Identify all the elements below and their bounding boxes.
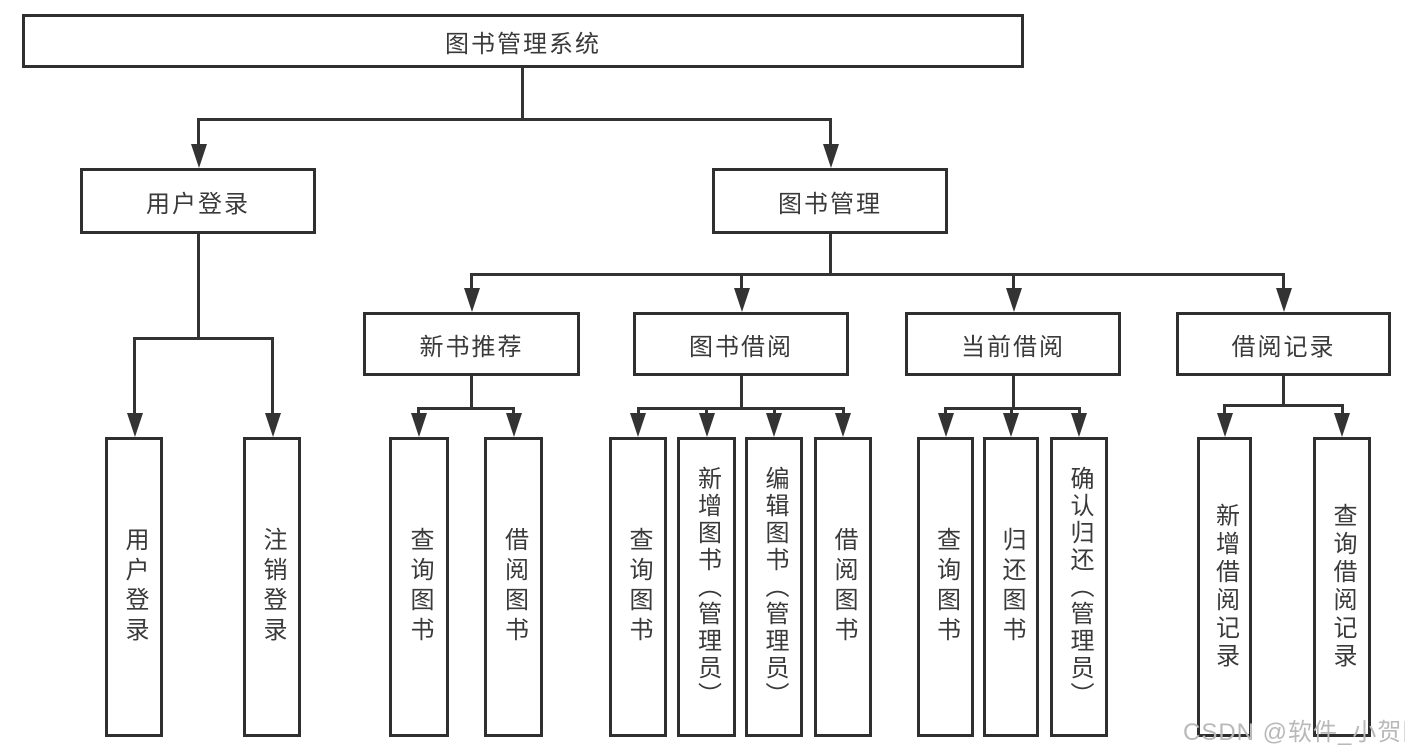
connector-line bbox=[470, 273, 1285, 276]
leaf-add-borrow-record: 新增借阅记录 bbox=[1197, 437, 1252, 737]
csdn-watermark: CSDN @软件_小贺同学 bbox=[1183, 719, 1405, 746]
connector-line bbox=[740, 376, 743, 410]
node-user-login: 用户登录 bbox=[80, 168, 316, 234]
arrowhead-down-icon bbox=[191, 144, 207, 168]
arrowhead-down-icon bbox=[1217, 413, 1233, 437]
leaf-return-book: 归还图书 bbox=[983, 437, 1039, 737]
leaf-confirm-return-admin: 确认归还（管理员） bbox=[1050, 437, 1108, 737]
connector-line bbox=[1078, 407, 1081, 415]
connector-line bbox=[637, 407, 640, 415]
arrowhead-down-icon bbox=[835, 413, 851, 437]
arrowhead-down-icon bbox=[265, 413, 281, 437]
connector-line bbox=[417, 407, 515, 410]
arrowhead-down-icon bbox=[734, 288, 750, 312]
leaf-query-book-1: 查询图书 bbox=[389, 437, 449, 737]
connector-line bbox=[773, 407, 776, 415]
connector-line bbox=[470, 376, 473, 410]
arrowhead-down-icon bbox=[1276, 288, 1292, 312]
connector-line bbox=[197, 234, 200, 337]
leaf-borrow-book-2: 借阅图书 bbox=[814, 437, 872, 737]
node-book-borrow: 图书借阅 bbox=[633, 312, 849, 376]
arrowhead-down-icon bbox=[766, 413, 782, 437]
connector-line bbox=[197, 118, 832, 121]
arrowhead-down-icon bbox=[699, 413, 715, 437]
leaf-query-book-3: 查询图书 bbox=[917, 437, 974, 737]
connector-line bbox=[512, 407, 515, 415]
leaf-borrow-book-1: 借阅图书 bbox=[484, 437, 543, 737]
connector-line bbox=[1223, 404, 1226, 415]
connector-line bbox=[133, 337, 274, 340]
arrowhead-down-icon bbox=[1071, 413, 1087, 437]
arrowhead-down-icon bbox=[938, 413, 954, 437]
node-borrow-record: 借阅记录 bbox=[1176, 312, 1391, 376]
arrowhead-down-icon bbox=[464, 288, 480, 312]
node-book-management: 图书管理 bbox=[712, 168, 948, 234]
connector-line bbox=[133, 337, 136, 415]
leaf-user-login: 用户登录 bbox=[105, 437, 163, 737]
arrowhead-down-icon bbox=[411, 413, 427, 437]
node-new-book-recommend: 新书推荐 bbox=[363, 312, 580, 376]
connector-line bbox=[1012, 376, 1015, 410]
connector-line bbox=[829, 118, 832, 148]
node-library-system: 图书管理系统 bbox=[22, 14, 1024, 68]
connector-line bbox=[944, 407, 947, 415]
connector-line bbox=[1012, 273, 1015, 291]
leaf-add-book-admin: 新增图书（管理员） bbox=[677, 437, 736, 737]
arrowhead-down-icon bbox=[506, 413, 522, 437]
connector-line bbox=[271, 337, 274, 415]
arrowhead-down-icon bbox=[823, 144, 839, 168]
connector-line bbox=[1282, 273, 1285, 291]
connector-line bbox=[637, 407, 845, 410]
connector-line bbox=[1010, 407, 1013, 415]
leaf-edit-book-admin: 编辑图书（管理员） bbox=[745, 437, 803, 737]
arrowhead-down-icon bbox=[1003, 413, 1019, 437]
connector-line bbox=[417, 407, 420, 415]
connector-line bbox=[1282, 376, 1285, 407]
leaf-logout: 注销登录 bbox=[243, 437, 301, 737]
connector-line bbox=[197, 118, 200, 148]
connector-line bbox=[521, 68, 524, 118]
arrowhead-down-icon bbox=[1334, 413, 1350, 437]
leaf-query-book-2: 查询图书 bbox=[609, 437, 667, 737]
connector-line bbox=[1223, 404, 1344, 407]
arrowhead-down-icon bbox=[630, 413, 646, 437]
connector-line bbox=[470, 273, 473, 291]
connector-line bbox=[705, 407, 708, 415]
connector-line bbox=[842, 407, 845, 415]
arrowhead-down-icon bbox=[1006, 288, 1022, 312]
connector-line bbox=[829, 234, 832, 276]
node-current-borrow: 当前借阅 bbox=[905, 312, 1121, 376]
connector-line bbox=[740, 273, 743, 291]
arrowhead-down-icon bbox=[127, 413, 143, 437]
leaf-query-borrow-record: 查询借阅记录 bbox=[1313, 437, 1371, 737]
connector-line bbox=[1341, 404, 1344, 415]
